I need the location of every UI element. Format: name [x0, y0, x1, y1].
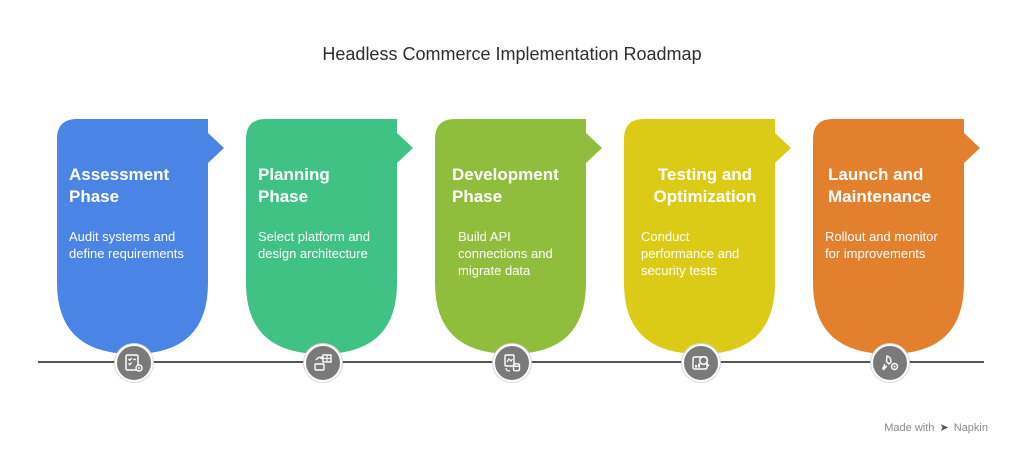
phase-card-2-shape	[246, 119, 413, 354]
made-with-label: Made with	[884, 422, 935, 434]
phase-description: Rollout and monitor for improvements	[825, 229, 938, 261]
checklist-settings-icon	[125, 354, 143, 372]
phase-card-4-shape	[624, 119, 791, 354]
phase-title: Development Phase	[452, 165, 559, 206]
phase-description: Build API connections and migrate data	[458, 229, 553, 278]
phase-card-1: Assessment Phase Audit systems and defin…	[69, 164, 209, 262]
phase-title: Launch and Maintenance	[828, 165, 931, 206]
phase-card-5: Launch and Maintenance Rollout and monit…	[825, 164, 968, 262]
phase-description: Conduct performance and security tests	[641, 229, 740, 278]
phase-card-3-shape	[435, 119, 602, 354]
phase-description: Audit systems and define requirements	[69, 229, 184, 261]
diagram-title: Headless Commerce Implementation Roadmap	[322, 44, 702, 64]
phase-card-1-shape	[57, 119, 224, 354]
phase-title: Assessment Phase	[69, 165, 170, 206]
phase-card-4: Testing and Optimization Conduct perform…	[641, 164, 785, 279]
timeline-node-2	[304, 344, 342, 382]
performance-search-icon	[692, 355, 710, 370]
phase-card-2: Planning Phase Select platform and desig…	[258, 164, 398, 262]
timeline-node-4	[682, 344, 720, 382]
phase-description: Select platform and design architecture	[258, 229, 371, 261]
napkin-brand-label: Napkin	[953, 422, 988, 434]
napkin-logo-icon: ➤	[939, 422, 949, 434]
phase-title: Planning Phase	[258, 165, 330, 206]
architecture-planning-icon	[314, 354, 332, 371]
timeline-node-5	[871, 344, 909, 382]
timeline-node-3	[493, 344, 531, 382]
phase-card-3: Development Phase Build API connections …	[452, 164, 592, 279]
phase-card-5-shape	[813, 119, 980, 354]
made-with-napkin-badge[interactable]: Made with ➤ Napkin	[884, 421, 988, 434]
timeline-node-1	[115, 344, 153, 382]
rocket-settings-icon	[881, 355, 899, 371]
phase-title: Testing and Optimization	[653, 165, 757, 206]
data-migration-icon	[504, 354, 521, 372]
